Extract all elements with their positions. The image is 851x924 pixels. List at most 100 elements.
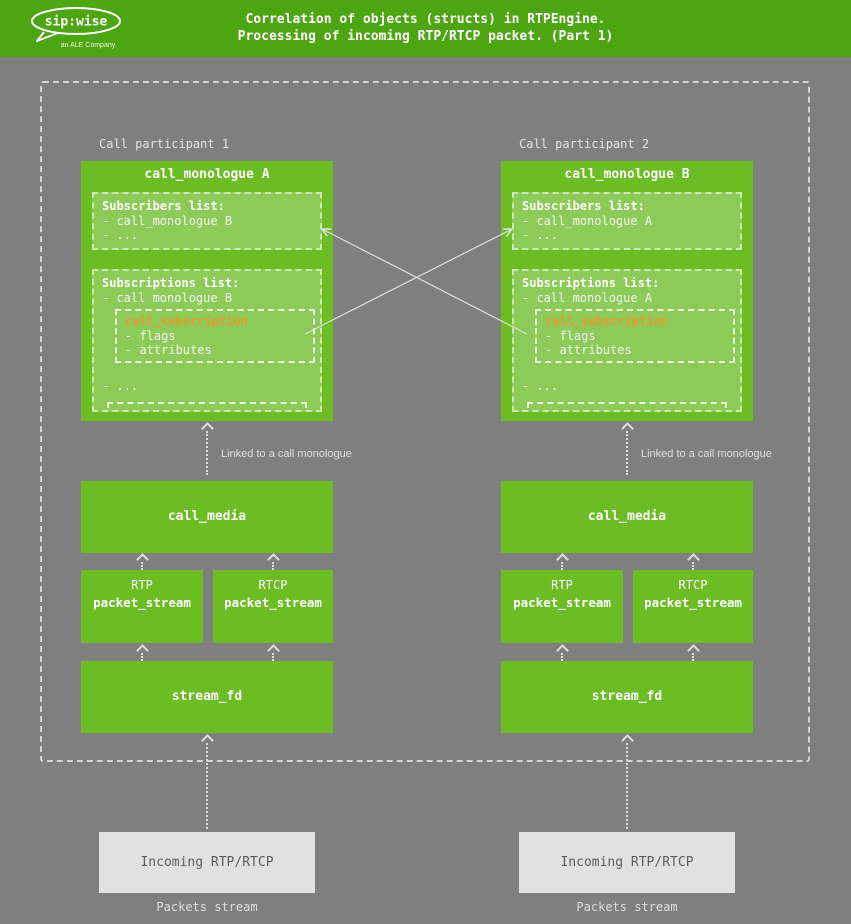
rtp-label: RTP	[131, 578, 153, 592]
empty-subscription-box	[107, 402, 307, 410]
dotted-line	[141, 653, 143, 661]
arrowhead-up-icon	[266, 644, 280, 657]
arrow-fd-to-rtcp	[266, 644, 280, 661]
header-bar: sip:wise an ALE Company Correlation of o…	[0, 0, 851, 57]
dotted-line	[206, 743, 208, 829]
arrow-incoming-to-fd	[200, 734, 214, 829]
call-monologue-box: call_monologue A Subscribers list: - cal…	[81, 161, 333, 421]
arrow-fd-to-rtcp	[686, 644, 700, 661]
call-subscription-title: call_subscription	[125, 314, 248, 328]
arrowhead-up-icon	[135, 553, 149, 566]
arrow-media-to-monologue	[200, 422, 214, 475]
arrow-fd-to-rtp	[135, 644, 149, 661]
title-line-1: Correlation of objects (structs) in RTPE…	[245, 12, 606, 27]
incoming-rtp-rtcp-box: Incoming RTP/RTCP	[519, 832, 735, 893]
packet-stream-label: packet_stream	[513, 595, 611, 610]
call-subscription-box: call_subscription - flags - attributes	[535, 309, 735, 363]
dotted-line	[272, 562, 274, 570]
rtp-label: RTP	[551, 578, 573, 592]
subscribers-title: Subscribers list:	[102, 199, 225, 213]
call-monologue-box: call_monologue B Subscribers list: - cal…	[501, 161, 753, 421]
rtcp-label: RTCP	[258, 578, 288, 592]
call-monologue-title: call_monologue A	[144, 167, 270, 182]
logo-graphic: sip:wise an ALE Company	[31, 7, 121, 49]
packets-stream-label: Packets stream	[576, 900, 678, 914]
subscriptions-more: - ...	[102, 378, 139, 393]
arrow-fd-to-rtp	[555, 644, 569, 661]
arrowhead-up-icon	[200, 422, 214, 435]
logo-text: sip:wise	[45, 15, 108, 30]
dotted-line	[692, 562, 694, 570]
subscriptions-list-box: Subscriptions list: - call monologue A c…	[512, 269, 742, 412]
packet-stream-label: packet_stream	[224, 595, 322, 610]
arrow-rtp-to-media	[555, 553, 569, 570]
subscriptions-more: - ...	[522, 378, 559, 393]
participant-2-column: Call participant 2 call_monologue B Subs…	[501, 0, 772, 924]
title-line-2: Processing of incoming RTP/RTCP packet. …	[237, 29, 614, 44]
dotted-line	[692, 653, 694, 661]
packet-stream-label: packet_stream	[644, 595, 742, 610]
subscribers-item: - call_monologue B	[102, 213, 233, 228]
subscribers-more: - ...	[522, 228, 559, 242]
dotted-line	[626, 743, 628, 829]
incoming-rtp-rtcp-box: Incoming RTP/RTCP	[99, 832, 315, 893]
packet-stream-rtcp-box: RTCP packet_stream	[213, 570, 333, 643]
call-media-box: call_media	[81, 481, 333, 553]
empty-subscription-box	[527, 402, 727, 410]
arrow-rtp-to-media	[135, 553, 149, 570]
subscriptions-title: Subscriptions list:	[102, 276, 240, 290]
dotted-line	[561, 562, 563, 570]
linked-note: Linked to a call monologue	[641, 448, 772, 460]
subscription-attributes: - attributes	[545, 343, 632, 357]
rtcp-label: RTCP	[678, 578, 708, 592]
linked-note: Linked to a call monologue	[221, 448, 352, 460]
arrowhead-up-icon	[686, 553, 700, 566]
subscriptions-item: - call monologue B	[102, 290, 233, 305]
arrowhead-up-icon	[266, 553, 280, 566]
packet-stream-rtp-box: RTP packet_stream	[501, 570, 623, 643]
rtpengine-boundary	[40, 81, 810, 762]
subscriptions-item: - call monologue A	[522, 290, 653, 305]
packet-stream-label: packet_stream	[93, 595, 191, 610]
packets-stream-label: Packets stream	[156, 900, 258, 914]
packet-stream-rtcp-box: RTCP packet_stream	[633, 570, 753, 643]
call-monologue-title: call_monologue B	[564, 167, 690, 182]
stream-fd-box: stream_fd	[501, 661, 753, 733]
participant-label: Call participant 2	[519, 137, 650, 151]
subscriptions-title: Subscriptions list:	[522, 276, 660, 290]
arrow-media-to-monologue	[620, 422, 634, 475]
dotted-line	[272, 653, 274, 661]
arrowhead-up-icon	[555, 644, 569, 657]
subscription-attributes: - attributes	[125, 343, 212, 357]
participant-1-column: Call participant 1 call_monologue A Subs…	[81, 0, 352, 924]
packet-stream-rtp-box: RTP packet_stream	[81, 570, 203, 643]
subscribers-item: - call_monologue A	[522, 213, 653, 228]
call-media-box: call_media	[501, 481, 753, 553]
participant-label: Call participant 1	[99, 137, 230, 151]
dotted-line	[141, 562, 143, 570]
arrowhead-up-icon	[135, 644, 149, 657]
stream-fd-box: stream_fd	[81, 661, 333, 733]
dotted-line	[206, 431, 208, 475]
dotted-line	[561, 653, 563, 661]
logo-subtext: an ALE Company	[61, 42, 116, 49]
arrow-incoming-to-fd	[620, 734, 634, 829]
page-title: Correlation of objects (structs) in RTPE…	[0, 11, 851, 45]
subscribers-title: Subscribers list:	[522, 199, 645, 213]
arrowhead-up-icon	[620, 734, 634, 747]
subscription-flags: - flags	[125, 328, 176, 343]
call-subscription-title: call_subscription	[545, 314, 668, 328]
sipwise-logo: sip:wise an ALE Company	[28, 6, 128, 56]
dotted-line	[626, 431, 628, 475]
subscription-flags: - flags	[545, 328, 596, 343]
arrowhead-up-icon	[200, 734, 214, 747]
subscribers-list-box: Subscribers list: - call_monologue B - .…	[92, 192, 322, 250]
arrow-rtcp-to-media	[686, 553, 700, 570]
subscriptions-list-box: Subscriptions list: - call monologue B c…	[92, 269, 322, 412]
subscribers-more: - ...	[102, 228, 139, 242]
call-subscription-box: call_subscription - flags - attributes	[115, 309, 315, 363]
arrowhead-up-icon	[555, 553, 569, 566]
subscribers-list-box: Subscribers list: - call_monologue A - .…	[512, 192, 742, 250]
arrowhead-up-icon	[620, 422, 634, 435]
arrow-rtcp-to-media	[266, 553, 280, 570]
